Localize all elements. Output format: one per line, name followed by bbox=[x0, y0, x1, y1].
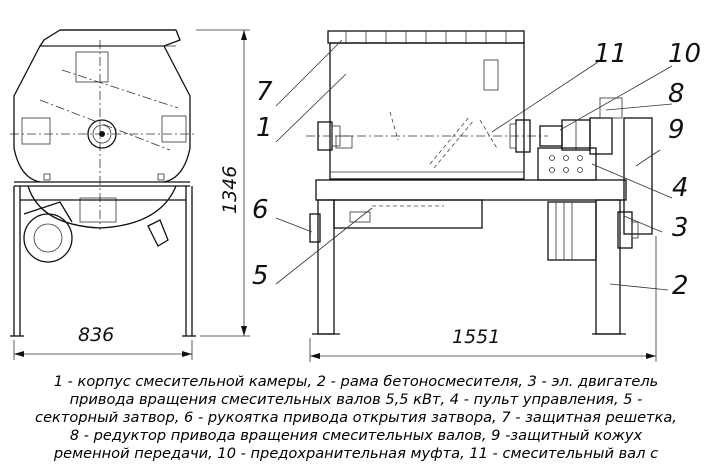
front-width-label: 1551 bbox=[452, 326, 500, 348]
callout-7: 7 bbox=[256, 77, 273, 107]
height-dimension: 1346 bbox=[196, 29, 250, 337]
caption-line-4: 8 - редуктор привода вращения смесительн… bbox=[70, 427, 643, 444]
callout-6: 6 bbox=[252, 195, 269, 225]
callout-9: 9 bbox=[668, 115, 685, 145]
front-width-dimension: 1551 bbox=[309, 236, 657, 362]
caption: 1 - корпус смесительной камеры, 2 - рама… bbox=[35, 373, 677, 462]
callout-10: 10 bbox=[668, 39, 701, 69]
callout-8: 8 bbox=[668, 79, 685, 109]
callout-5: 5 bbox=[252, 261, 269, 291]
caption-line-2: привода вращения смесительных валов 5,5 … bbox=[70, 391, 643, 408]
caption-line-3: секторный затвор, 6 - рукоятка привода о… bbox=[35, 409, 677, 426]
caption-line-5: ременной передачи, 10 - предохранительна… bbox=[53, 445, 658, 462]
callouts: 1 2 3 4 5 6 7 8 9 10 11 bbox=[252, 39, 701, 301]
caption-line-1: 1 - корпус смесительной камеры, 2 - рама… bbox=[54, 373, 659, 390]
front-view bbox=[306, 30, 653, 335]
callout-2: 2 bbox=[672, 271, 689, 301]
side-width-label: 836 bbox=[78, 324, 114, 346]
leader-lines bbox=[275, 39, 673, 291]
callout-4: 4 bbox=[672, 173, 689, 203]
height-dimension-label: 1346 bbox=[219, 166, 241, 214]
callout-1: 1 bbox=[256, 113, 273, 143]
side-width-dimension: 836 bbox=[13, 324, 193, 360]
callout-3: 3 bbox=[672, 213, 689, 243]
callout-11: 11 bbox=[594, 39, 627, 69]
side-view bbox=[10, 29, 196, 337]
